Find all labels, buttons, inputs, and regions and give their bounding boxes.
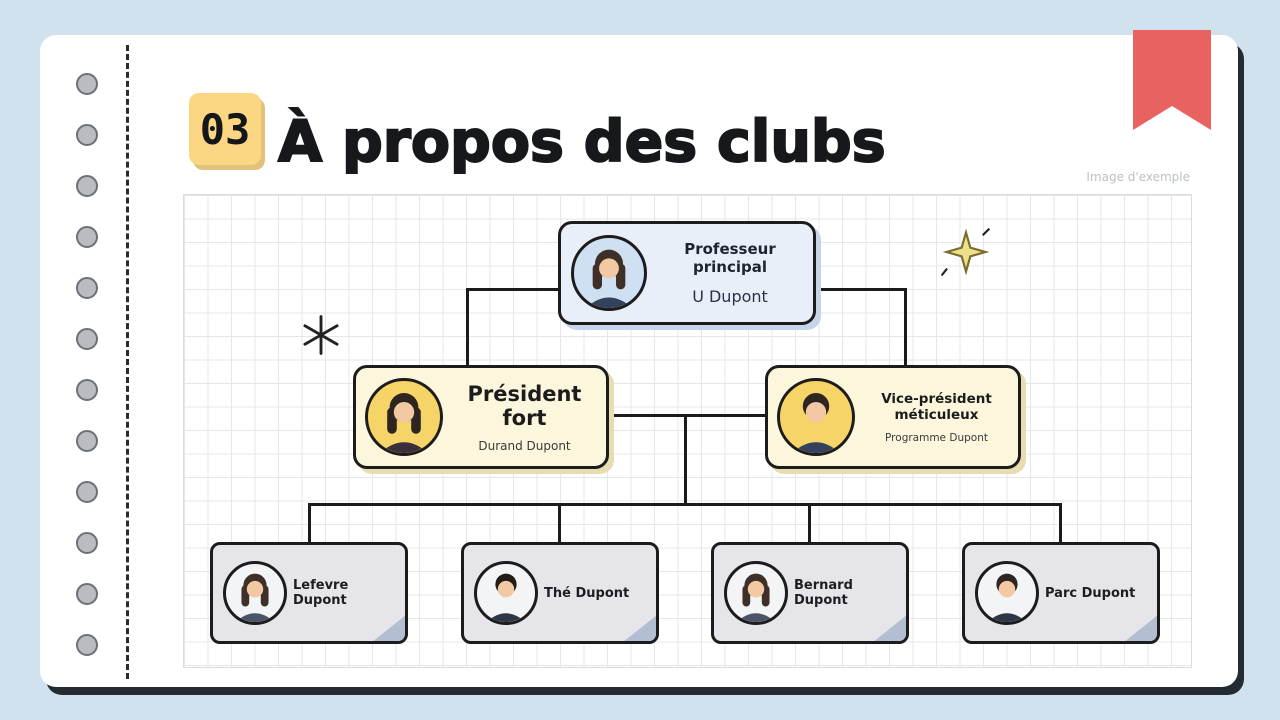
section-number: 03 xyxy=(199,104,251,154)
connector-line xyxy=(466,288,469,365)
org-card-vice-president: Vice-président méticuleux Programme Dupo… xyxy=(765,365,1021,469)
person-name: Durand Dupont xyxy=(478,438,571,453)
connector-line xyxy=(308,505,311,544)
avatar-photo xyxy=(365,378,443,456)
person-name: Programme Dupont xyxy=(885,431,988,444)
person-name: Bernard Dupont xyxy=(794,578,853,608)
org-card-member: Thé Dupont xyxy=(461,542,659,644)
connector-line xyxy=(904,288,907,365)
binder-hole xyxy=(76,481,98,503)
watermark-text: Image d'exemple xyxy=(1086,170,1190,184)
person-name: Lefevre Dupont xyxy=(293,578,349,608)
connector-line xyxy=(813,288,907,291)
avatar-photo xyxy=(975,561,1039,625)
binder-hole xyxy=(76,277,98,299)
connector-line xyxy=(308,503,1062,506)
folded-corner xyxy=(372,615,405,641)
role-label: Vice-président méticuleux xyxy=(881,390,992,423)
org-card-member: Bernard Dupont xyxy=(711,542,909,644)
connector-line xyxy=(808,505,811,544)
binder-hole xyxy=(76,328,98,350)
person-name: Thé Dupont xyxy=(544,585,630,601)
avatar-photo xyxy=(474,561,538,625)
binder-hole xyxy=(76,634,98,656)
section-number-badge: 03 xyxy=(189,93,261,165)
binder-hole xyxy=(76,124,98,146)
folded-corner xyxy=(623,615,656,641)
connector-line xyxy=(606,414,766,417)
org-card-president: Président fort Durand Dupont xyxy=(353,365,609,469)
folded-corner xyxy=(1124,615,1157,641)
org-card-root: Professeur principal U Dupont xyxy=(558,221,816,325)
margin-dashed-line xyxy=(126,45,129,679)
avatar-photo xyxy=(571,235,647,311)
avatar-photo xyxy=(724,561,788,625)
connector-line xyxy=(1059,505,1062,544)
sparkle-doodle-icon xyxy=(940,226,992,278)
binder-hole xyxy=(76,175,98,197)
org-card-member: Lefevre Dupont xyxy=(210,542,408,644)
binder-hole xyxy=(76,226,98,248)
avatar-photo xyxy=(223,561,287,625)
binder-hole xyxy=(76,532,98,554)
binder-hole xyxy=(76,430,98,452)
person-name: U Dupont xyxy=(692,287,768,306)
connector-line xyxy=(684,416,687,505)
binder-hole xyxy=(76,583,98,605)
asterisk-doodle-icon xyxy=(298,312,344,358)
role-label: Professeur principal xyxy=(684,240,776,276)
slide-title: À propos des clubs xyxy=(277,108,887,176)
avatar-photo xyxy=(777,378,855,456)
connector-line xyxy=(466,288,560,291)
org-card-member: Parc Dupont xyxy=(962,542,1160,644)
role-label: Président fort xyxy=(467,381,582,430)
binder-hole xyxy=(76,379,98,401)
connector-line xyxy=(558,505,561,544)
binder-hole xyxy=(76,73,98,95)
person-name: Parc Dupont xyxy=(1045,585,1136,601)
folded-corner xyxy=(873,615,906,641)
